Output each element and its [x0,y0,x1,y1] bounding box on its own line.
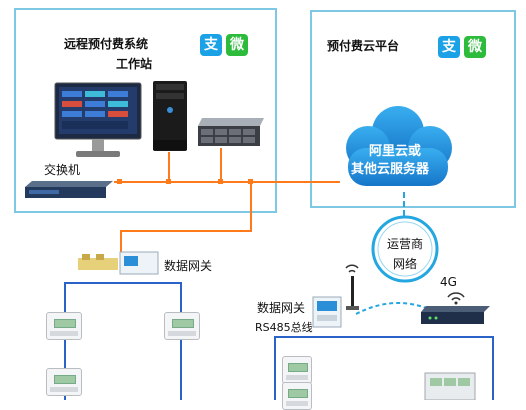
wechat-icon: 微 [464,36,486,58]
alipay-icon: 支 [438,36,460,58]
router-4g-label: 4G [440,275,457,289]
rs485-bus [274,336,276,400]
workstation-title-line2: 工作站 [116,57,153,71]
rs485-bus [492,336,494,400]
wechat-icon: 微 [226,34,248,56]
workstation-title-line1: 远程预付费系统 [64,37,149,51]
carrier-network-line1: 运营商 [387,237,424,251]
switch-label: 交换机 [44,163,81,177]
network-switch-icon [24,180,114,200]
ethernet-node [117,179,122,184]
rs485-bus [64,282,66,400]
ethernet-link [120,230,122,252]
gateway-left-label: 数据网关 [164,259,213,273]
cloud-label-line1: 阿里云或 [369,144,422,159]
meter-box-icon [424,372,476,401]
data-gateway-icon [312,296,342,328]
carrier-link [403,192,409,216]
router-4g-icon [420,304,492,326]
energy-meter-icon [46,312,82,340]
ethernet-link [120,230,252,232]
antenna-icon [340,262,364,322]
ethernet-link [250,181,252,231]
gateway-right-label: 数据网关 [257,301,306,315]
server-icon [196,116,266,148]
wifi-icon [446,290,466,305]
rs485-bus-label: RS485总线 [255,321,313,334]
energy-meter-icon [282,356,312,384]
cloud-label-line2: 其他云服务器 [351,162,430,177]
energy-meter-icon [164,312,200,340]
carrier-network-icon [370,214,440,284]
ethernet-link [114,181,340,183]
energy-meter-icon [46,368,82,396]
data-gateway-icon [76,250,162,276]
cloud-icon [332,104,462,192]
carrier-network-line2: 网络 [393,257,418,271]
desktop-tower-icon [152,80,188,152]
rs485-bus [274,336,494,338]
cloud-platform-title: 预付费云平台 [327,39,400,53]
monitor-icon [54,82,142,162]
rs485-bus [180,282,182,400]
ethernet-link [220,148,222,182]
rs485-bus [64,282,182,284]
ethernet-link [168,152,170,182]
alipay-icon: 支 [200,34,222,56]
energy-meter-icon [282,382,312,410]
